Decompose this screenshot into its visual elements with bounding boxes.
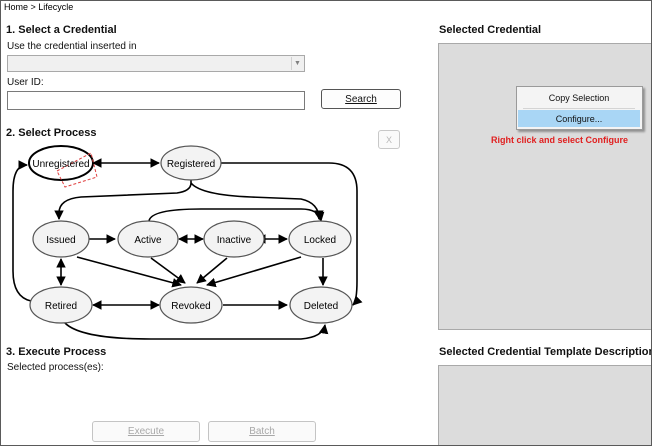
state-revoked[interactable]	[159, 286, 223, 324]
state-registered[interactable]	[160, 145, 222, 181]
selected-processes-label: Selected process(es):	[7, 362, 104, 373]
menu-item-configure[interactable]: Configure...	[518, 110, 640, 127]
context-menu: Copy Selection Configure...	[516, 86, 643, 130]
state-label-issued: Issued	[46, 235, 75, 246]
execute-process-heading: 3. Execute Process	[6, 346, 107, 358]
state-label-retired: Retired	[45, 301, 77, 312]
state-label-inactive: Inactive	[217, 235, 252, 246]
search-button[interactable]: Search	[321, 89, 401, 109]
state-label-locked: Locked	[304, 235, 336, 246]
state-locked[interactable]	[288, 220, 352, 258]
user-id-input[interactable]	[7, 91, 305, 110]
edge-retired-deleted	[64, 322, 329, 340]
menu-item-copy-selection[interactable]: Copy Selection	[548, 92, 610, 103]
select-process-heading: 2. Select Process	[6, 127, 97, 139]
execute-button-label: Execute	[127, 426, 165, 437]
edge-registered-issued	[54, 180, 192, 220]
close-icon: X	[385, 134, 392, 145]
edge-active-locked	[148, 208, 325, 222]
selected-credential-heading: Selected Credential	[439, 24, 542, 36]
select-credential-heading: 1. Select a Credential	[6, 24, 117, 36]
clear-selection-button[interactable]: X	[378, 130, 400, 149]
user-id-label: User ID:	[7, 77, 44, 88]
state-inactive[interactable]	[203, 220, 265, 258]
execute-button[interactable]: Execute	[92, 421, 200, 442]
state-label-deleted: Deleted	[304, 301, 338, 312]
edge-inactive-revoked	[196, 257, 228, 284]
state-label-revoked: Revoked	[171, 301, 210, 312]
state-deleted[interactable]	[289, 286, 353, 324]
edge-retired-unregistered	[12, 160, 32, 302]
state-active[interactable]	[117, 220, 179, 258]
state-issued[interactable]	[32, 220, 90, 258]
edge-issued-revoked	[76, 256, 182, 288]
state-label-registered: Registered	[167, 159, 215, 170]
template-description-panel[interactable]	[438, 365, 651, 445]
edge-registered-deleted	[221, 162, 363, 306]
breadcrumb: Home > Lifecycle	[4, 2, 74, 12]
batch-button-label: Batch	[249, 426, 275, 437]
batch-button[interactable]: Batch	[208, 421, 316, 442]
lifecycle-diagram: Unregistered Registered Issued Active In…	[12, 145, 363, 340]
credential-inserted-label: Use the credential inserted in	[7, 41, 137, 52]
edge-locked-revoked	[206, 256, 302, 288]
state-unregistered[interactable]	[28, 145, 94, 181]
chevron-down-icon[interactable]: ▼	[291, 57, 303, 70]
card-reader-select[interactable]: ▼	[7, 55, 305, 72]
search-button-label: Search	[345, 93, 377, 105]
state-label-active: Active	[134, 235, 162, 246]
right-click-target-marker	[56, 152, 98, 188]
state-retired[interactable]	[29, 286, 93, 324]
edge-active-revoked	[150, 257, 186, 284]
configure-annotation: Right click and select Configure	[491, 135, 629, 145]
state-label-unregistered: Unregistered	[32, 159, 89, 170]
template-description-heading: Selected Credential Template Description	[439, 346, 652, 358]
menu-divider	[523, 108, 635, 109]
edge-registered-locked	[190, 182, 324, 220]
